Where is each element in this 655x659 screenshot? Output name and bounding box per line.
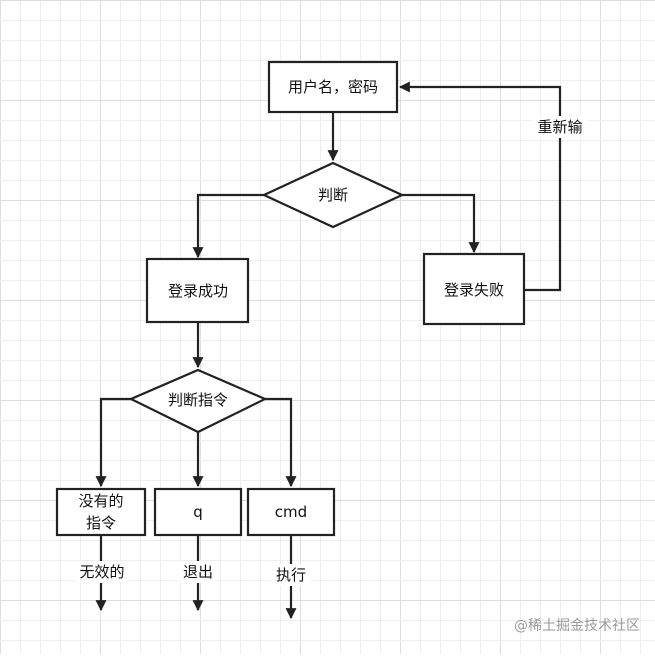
- edge-command-to-invalid: [95, 397, 131, 488]
- node-invalid-box: [55, 487, 147, 537]
- invalid-text-line1: 没有的: [78, 492, 123, 510]
- decision-command-text: 判断指令: [168, 391, 228, 409]
- edge-decision-to-success: [192, 193, 264, 259]
- node-login-success-box: [145, 257, 250, 324]
- cmd-result-label: 执行: [276, 566, 306, 584]
- node-credentials-box: [267, 60, 399, 114]
- credentials-text: 用户名，密码: [288, 78, 378, 96]
- label-backgrounds: [76, 116, 588, 586]
- node-login-fail-box: [422, 252, 526, 326]
- edge-command-to-cmd: [265, 397, 297, 488]
- edges: [95, 81, 562, 620]
- edge-retry-loop: [398, 81, 562, 292]
- quit-text: q: [193, 503, 203, 521]
- node-decision-main-diamond: [261, 161, 405, 229]
- invalid-result-label: 无效的: [79, 563, 124, 581]
- quit-result-label: 退出: [183, 563, 213, 581]
- node-cmd-box: [246, 487, 336, 537]
- invalid-text-line2: 指令: [86, 514, 116, 532]
- decision-main-text: 判断: [318, 186, 348, 204]
- node-texts: 用户名，密码 判断 登录成功 登录失败 判断指令 没有的 指令 q cmd: [78, 78, 504, 532]
- cmd-result-label-bg: [271, 564, 311, 586]
- edge-decision-to-fail: [402, 193, 480, 254]
- quit-result-label-bg: [178, 561, 218, 583]
- login-fail-text: 登录失败: [444, 281, 504, 299]
- retry-label: 重新输: [537, 118, 582, 136]
- invalid-result-label-bg: [76, 561, 128, 583]
- node-decision-command-diamond: [128, 368, 268, 434]
- retry-label-bg: [532, 116, 588, 138]
- watermark-text: @稀土掘金技术社区: [514, 618, 640, 634]
- edge-label-texts: 重新输 无效的 退出 执行: [79, 118, 582, 584]
- node-quit-box: [153, 487, 243, 537]
- login-success-text: 登录成功: [168, 282, 228, 300]
- nodes: [55, 60, 526, 537]
- cmd-text: cmd: [275, 503, 307, 521]
